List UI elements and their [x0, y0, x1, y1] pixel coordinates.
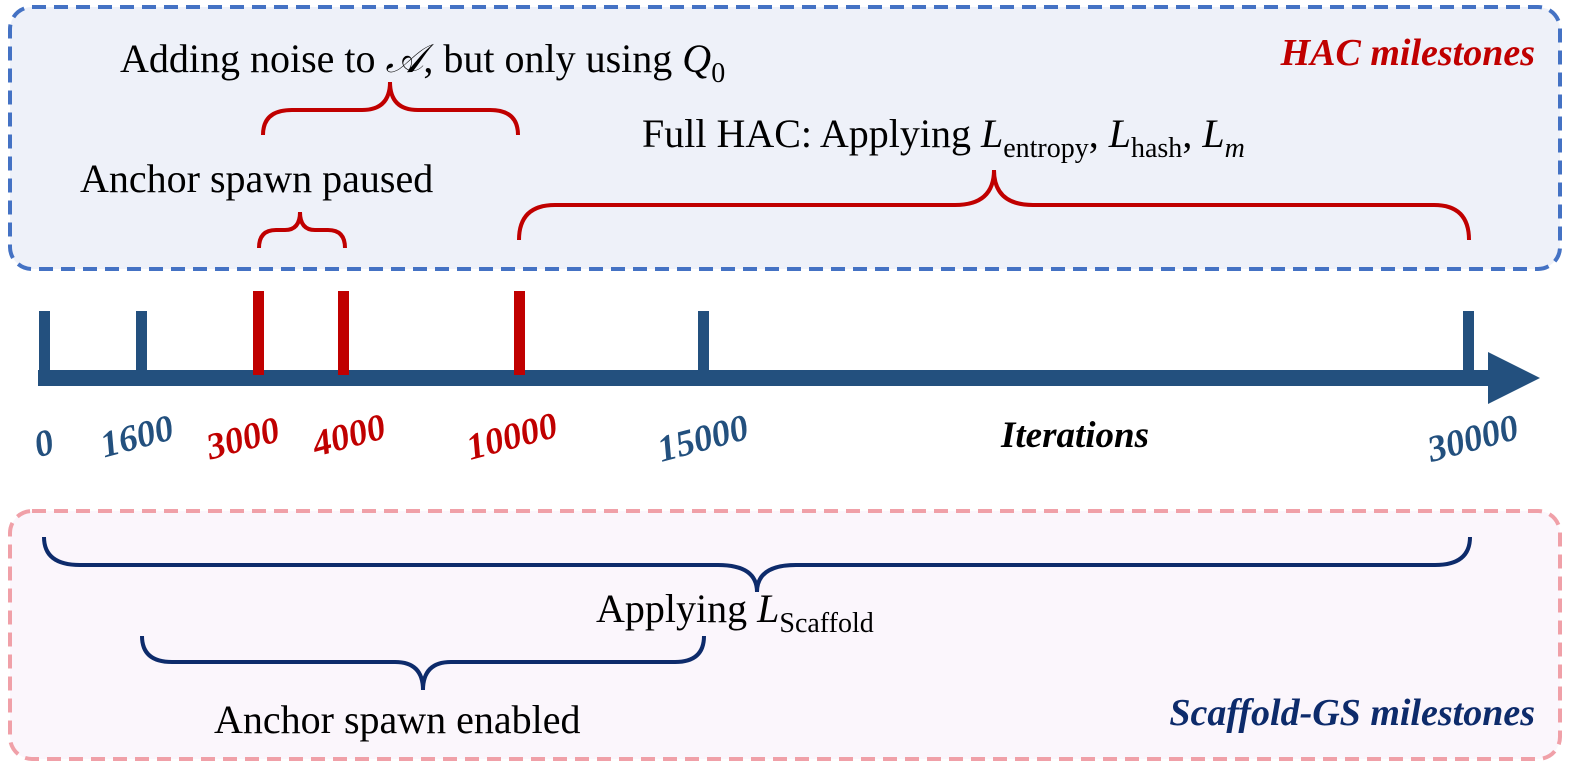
tick-label-0: 0 — [30, 422, 58, 466]
spawn-enabled-label: Anchor spawn enabled — [214, 697, 581, 742]
noise-brace — [261, 81, 520, 136]
tick-mark-4000 — [338, 291, 349, 375]
tick-label-1600: 1600 — [96, 408, 178, 467]
tick-label-10000: 10000 — [462, 405, 562, 469]
tick-label-15000: 15000 — [653, 407, 753, 471]
full-hac-brace — [517, 169, 1471, 241]
tick-mark-1600 — [136, 311, 147, 375]
scaffold-panel-title: Scaffold-GS milestones — [1169, 692, 1535, 734]
axis-arrowhead — [1488, 352, 1540, 404]
axis-line — [38, 370, 1494, 386]
scaffold-loss-label: Applying LScaffold — [596, 586, 874, 639]
pause-label: Anchor spawn paused — [80, 156, 433, 201]
tick-mark-15000 — [698, 311, 709, 375]
pause-brace — [257, 211, 347, 249]
hac-panel-title: HAC milestones — [1280, 32, 1535, 74]
tick-label-30000: 30000 — [1422, 407, 1523, 471]
tick-label-4000: 4000 — [307, 407, 390, 466]
tick-mark-0 — [39, 311, 50, 375]
tick-label-3000: 3000 — [201, 410, 284, 469]
scaffold-panel — [8, 509, 1562, 761]
noise-label: Adding noise to 𝒜, but only using Q0 — [120, 36, 725, 89]
iterations-axis: 0 1600 3000 4000 10000 15000 30000 Itera… — [30, 291, 1540, 471]
tick-mark-30000 — [1463, 311, 1474, 375]
spawn-enabled-brace — [140, 635, 706, 691]
tick-mark-10000 — [514, 291, 525, 375]
axis-label: Iterations — [1000, 415, 1149, 456]
tick-mark-3000 — [253, 291, 264, 375]
full-hac-label: Full HAC: Applying Lentropy, Lhash, Lm — [642, 111, 1245, 164]
scaffold-loss-brace — [42, 536, 1472, 593]
